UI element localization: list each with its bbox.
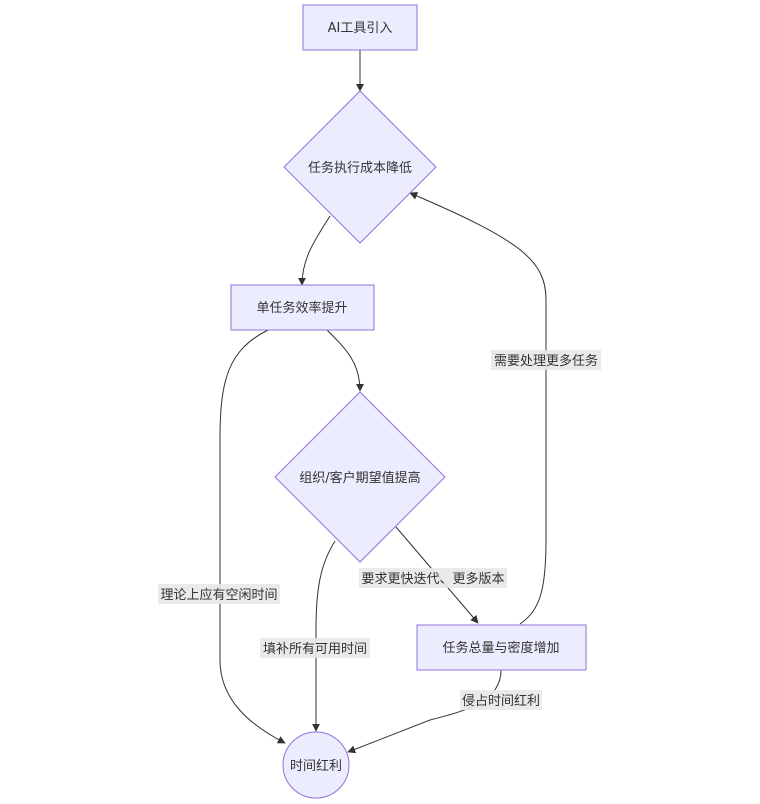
edge-label-erode-dividend: 侵占时间红利 [460,690,542,710]
node-label: 任务执行成本降低 [308,160,412,176]
edge-label-faster-iteration: 要求更快迭代、更多版本 [359,568,507,588]
node-efficiency-up[interactable]: 单任务效率提升 [230,284,375,331]
edge-task-increase-to-cost-down [409,192,547,625]
edge-label-text: 侵占时间红利 [462,693,540,709]
edge-label-text: 理论上应有空闲时间 [160,587,277,603]
node-time-dividend[interactable]: 时间红利 [282,731,350,799]
edge-efficiency-up-to-time-dividend [219,329,286,744]
node-expectation-up[interactable]: 组织/客户期望值提高 [274,391,446,563]
edge-label-fill-available-time: 填补所有可用时间 [260,638,370,658]
node-label: 组织/客户期望值提高 [299,470,420,486]
edge-label-theory-idle-time: 理论上应有空闲时间 [158,584,280,604]
node-label: 单任务效率提升 [256,300,347,316]
edge-expectation-up-to-time-dividend [312,540,336,732]
edge-label-text: 填补所有可用时间 [263,642,367,657]
node-label: AI工具引入 [328,21,393,36]
edge-label-text: 要求更快迭代、更多版本 [361,571,504,587]
edge-efficiency-up-to-expectation-up [326,329,364,392]
edge-task-increase-to-time-dividend [347,669,502,754]
edge-cost-down-to-efficiency-up [298,215,331,286]
node-cost-down[interactable]: 任务执行成本降低 [283,90,437,244]
node-label: 任务总量与密度增加 [442,640,559,656]
node-task-increase[interactable]: 任务总量与密度增加 [416,624,587,671]
edge-label-text: 需要处理更多任务 [494,353,598,369]
edge-label-more-tasks: 需要处理更多任务 [491,350,601,370]
node-label: 时间红利 [290,758,342,774]
node-ai-intro[interactable]: AI工具引入 [302,4,418,51]
